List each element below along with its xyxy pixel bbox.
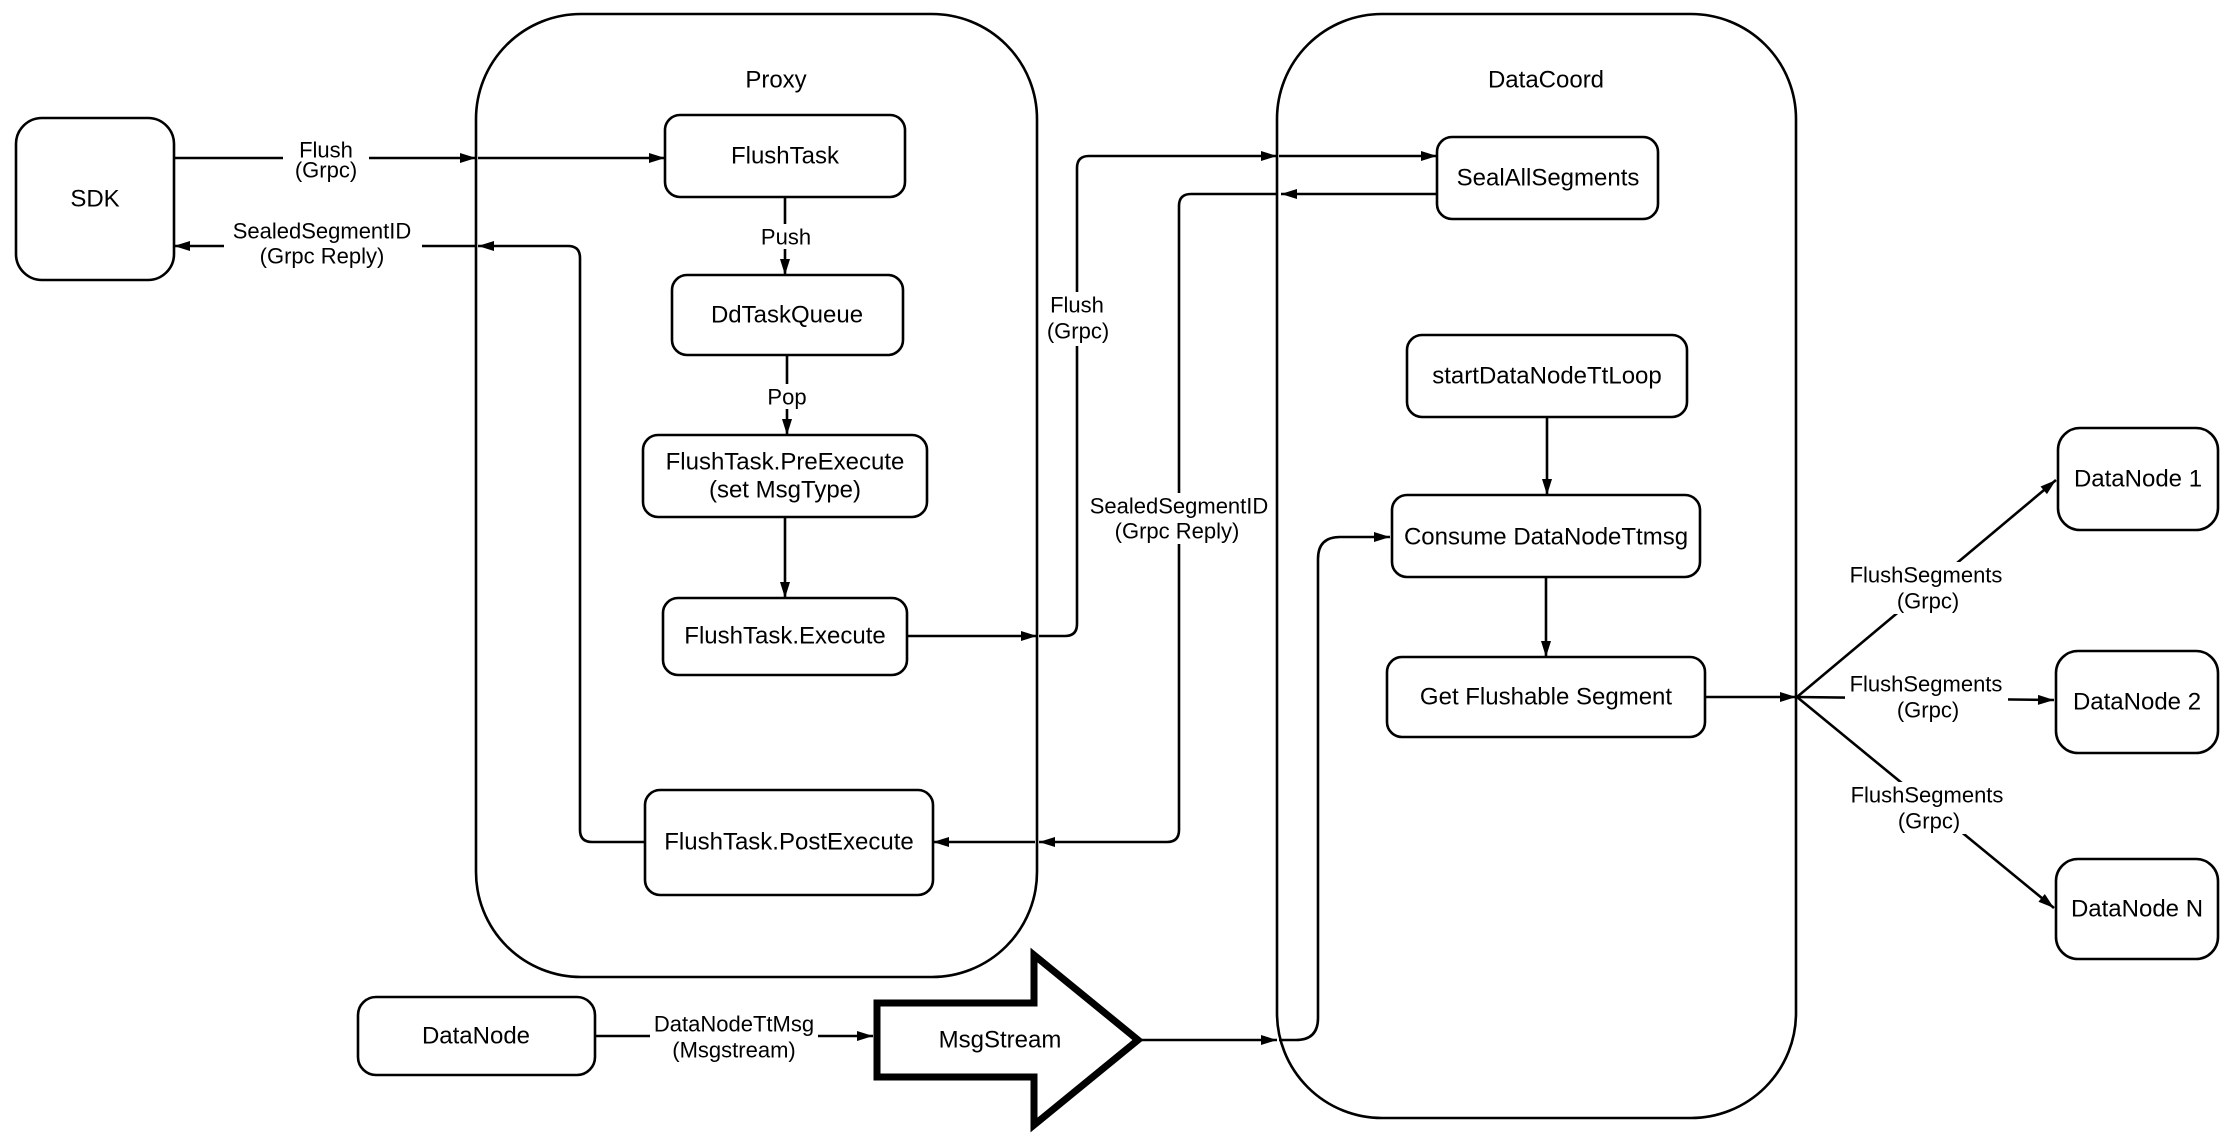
edge-label-sealed-left-line1: SealedSegmentID bbox=[233, 219, 412, 244]
edge-label-datanodettmsg-line1: DataNodeTtMsg bbox=[654, 1012, 814, 1037]
node-execute-box bbox=[661, 596, 909, 677]
node-msgstream-label: MsgStream bbox=[939, 1027, 1062, 1054]
node-startdatanodettloop-label: startDataNodeTtLoop bbox=[1432, 363, 1661, 390]
label-bg bbox=[1845, 562, 2008, 614]
label-bg bbox=[1845, 671, 2008, 723]
label-bg bbox=[764, 384, 810, 409]
node-datanode-box bbox=[356, 995, 597, 1077]
edge-label-pop: Pop bbox=[767, 385, 806, 410]
edge-labels: Flush (Grpc) SealedSegmentID (Grpc Reply… bbox=[224, 136, 2008, 1063]
edge-label-flushsegments1-line1: FlushSegments bbox=[1850, 563, 2003, 588]
nodes: SDK FlushTask DdTaskQueue FlushTask.PreE… bbox=[14, 113, 2220, 1133]
node-sdk-box bbox=[14, 116, 176, 282]
node-flushtask-box bbox=[663, 113, 907, 199]
node-datanode2-box bbox=[2054, 649, 2220, 755]
edge-label-push: Push bbox=[761, 225, 811, 250]
node-flushtask: FlushTask bbox=[663, 113, 907, 199]
node-datanode-label: DataNode bbox=[422, 1023, 530, 1050]
proxy-container: Proxy bbox=[474, 12, 1039, 979]
label-bg bbox=[224, 219, 422, 268]
node-consume-datanodettmsg-label: Consume DataNodeTtmsg bbox=[1404, 524, 1688, 551]
node-datanode1-box bbox=[2056, 426, 2220, 532]
label-bg bbox=[757, 224, 815, 249]
edge-label-sealed-mid-line1: SealedSegmentID bbox=[1090, 494, 1269, 519]
node-startdatanodettloop-box bbox=[1405, 333, 1689, 419]
node-postexecute-label: FlushTask.PostExecute bbox=[664, 829, 913, 856]
node-datanode1-label: DataNode 1 bbox=[2074, 466, 2202, 493]
node-execute: FlushTask.Execute bbox=[661, 596, 909, 677]
node-sdk-label: SDK bbox=[70, 186, 119, 213]
node-ddtaskqueue: DdTaskQueue bbox=[670, 273, 905, 357]
label-bg bbox=[650, 1011, 818, 1062]
node-sealallsegments-label: SealAllSegments bbox=[1457, 165, 1640, 192]
node-getflushablesegment-label: Get Flushable Segment bbox=[1420, 684, 1672, 711]
node-getflushablesegment-box bbox=[1385, 655, 1707, 739]
node-datanode2-label: DataNode 2 bbox=[2073, 689, 2201, 716]
label-bg bbox=[1845, 782, 2008, 834]
label-bg bbox=[1086, 493, 1274, 544]
node-sdk: SDK bbox=[14, 116, 176, 282]
datacoord-container: DataCoord bbox=[1275, 12, 1798, 1120]
edge-label-flush-grpc-left-line1: Flush bbox=[299, 138, 353, 163]
node-flushtask-label: FlushTask bbox=[731, 143, 840, 170]
edge-label-datanodettmsg-line2: (Msgstream) bbox=[672, 1038, 795, 1063]
edge-label-flushsegments2-line1: FlushSegments bbox=[1850, 672, 2003, 697]
edge-label-sealed-left-line2: (Grpc Reply) bbox=[260, 244, 385, 269]
label-bg bbox=[1044, 292, 1112, 346]
node-datanoden: DataNode N bbox=[2054, 857, 2220, 961]
edge-label-flushsegments2-line2: (Grpc) bbox=[1897, 698, 1959, 723]
node-preexecute-box bbox=[641, 433, 929, 519]
node-msgstream: MsgStream bbox=[873, 947, 1144, 1133]
edge-postexecute-to-proxy-edge bbox=[478, 241, 645, 844]
node-consume-datanodettmsg: Consume DataNodeTtmsg bbox=[1390, 493, 1702, 579]
node-postexecute: FlushTask.PostExecute bbox=[643, 788, 935, 897]
proxy-container-border bbox=[474, 12, 1039, 979]
node-ddtaskqueue-label: DdTaskQueue bbox=[711, 302, 863, 329]
node-datanode: DataNode bbox=[356, 995, 597, 1077]
edge-label-flushsegments1-line2: (Grpc) bbox=[1897, 589, 1959, 614]
node-sealallsegments: SealAllSegments bbox=[1435, 135, 1660, 221]
node-getflushablesegment: Get Flushable Segment bbox=[1385, 655, 1707, 739]
edge-label-flushsegments3-line2: (Grpc) bbox=[1898, 809, 1960, 834]
datacoord-container-border bbox=[1275, 12, 1798, 1120]
edge-label-flush-grpc-mid-line1: Flush bbox=[1050, 293, 1104, 318]
edge-label-flushsegments3-line1: FlushSegments bbox=[1851, 783, 2004, 808]
node-datanoden-label: DataNode N bbox=[2071, 896, 2203, 923]
node-consume-datanodettmsg-box bbox=[1390, 493, 1702, 579]
label-bg bbox=[283, 136, 369, 182]
edge-proxy-edge-to-datacoord-edge bbox=[1039, 151, 1277, 638]
edge-datacoord-edge-to-consume bbox=[1279, 532, 1390, 1042]
edges bbox=[174, 151, 2057, 1045]
node-datanoden-box bbox=[2054, 857, 2220, 961]
node-ddtaskqueue-box bbox=[670, 273, 905, 357]
node-execute-label: FlushTask.Execute bbox=[684, 623, 885, 650]
node-sealallsegments-box bbox=[1435, 135, 1660, 221]
node-msgstream-arrow-shape bbox=[873, 947, 1144, 1133]
node-datanode2: DataNode 2 bbox=[2054, 649, 2220, 755]
proxy-container-title: Proxy bbox=[745, 67, 806, 94]
node-datanode1: DataNode 1 bbox=[2056, 426, 2220, 532]
node-preexecute-label-line2: (set MsgType) bbox=[709, 477, 861, 504]
node-preexecute: FlushTask.PreExecute (set MsgType) bbox=[641, 433, 929, 519]
edge-label-sealed-mid-line2: (Grpc Reply) bbox=[1115, 519, 1240, 544]
node-preexecute-label-line1: FlushTask.PreExecute bbox=[666, 449, 905, 476]
datacoord-container-title: DataCoord bbox=[1488, 67, 1604, 94]
node-startdatanodettloop: startDataNodeTtLoop bbox=[1405, 333, 1689, 419]
edge-label-flush-grpc-left-line2: (Grpc) bbox=[295, 158, 357, 183]
edge-label-flush-grpc-mid-line2: (Grpc) bbox=[1047, 319, 1109, 344]
node-postexecute-box bbox=[643, 788, 935, 897]
